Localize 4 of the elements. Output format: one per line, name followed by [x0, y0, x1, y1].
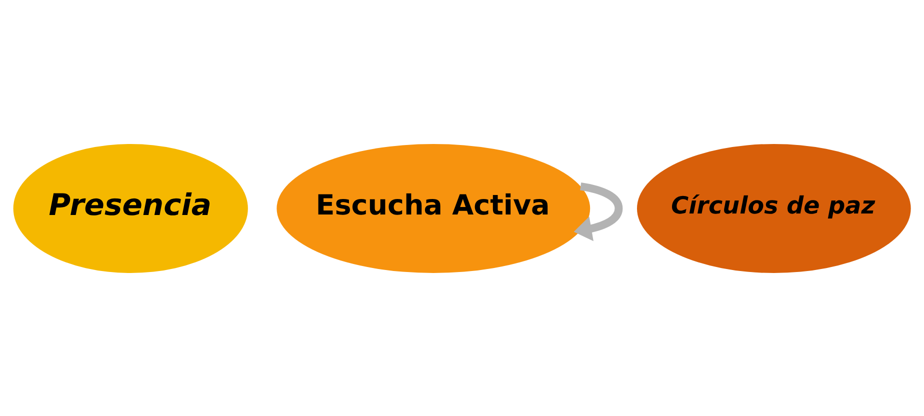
- arrow: [574, 182, 623, 241]
- node-ellipse: Círculos de paz: [636, 143, 911, 273]
- node-ellipse: Presencia: [13, 143, 248, 273]
- node-ellipse: Escucha Activa: [276, 143, 590, 273]
